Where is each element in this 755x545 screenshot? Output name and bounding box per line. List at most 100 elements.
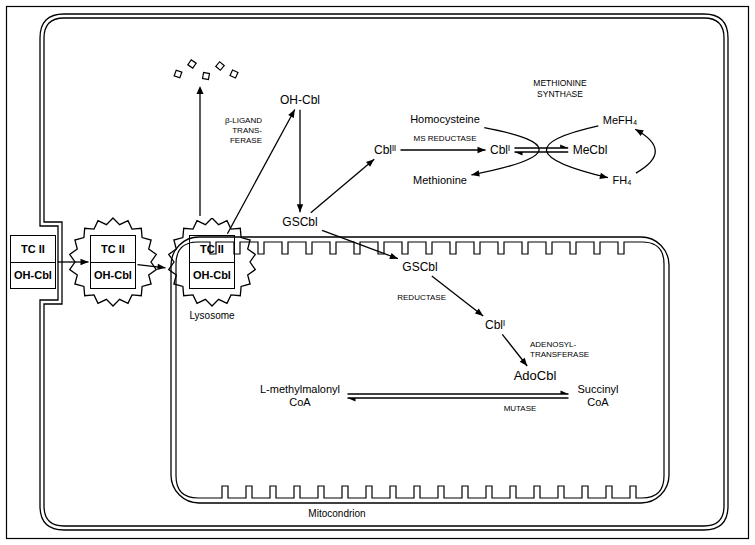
arrowhead [475, 309, 483, 316]
enzyme-label-slot: MUTASE [495, 404, 545, 414]
connector [58, 259, 89, 265]
note-slot: METHIONINE SYNTHASE [523, 78, 597, 100]
arrowhead [81, 259, 89, 265]
protein-name: OH-Cbl [193, 269, 231, 281]
metabolite: L-methylmalonyl CoA [254, 382, 346, 410]
box-compartment: TC II [190, 236, 234, 263]
enzyme-label: MUTASE [504, 404, 537, 413]
connector [138, 264, 166, 270]
metabolite: Cblᴵ [482, 317, 508, 333]
protein-name: TC II [101, 243, 125, 255]
inner-membrane-cristae [176, 242, 664, 498]
metabolite: MeFH₄ [600, 113, 640, 128]
half-arrowhead [561, 391, 569, 395]
degradation-arrow [199, 93, 200, 216]
fragment [174, 70, 182, 78]
metabolite-name: Cblᴵ [490, 143, 510, 157]
metabolite-name: AdoCbl [514, 368, 557, 383]
mitochondrion: Mitocondrion GSCblCblᴵAdoCblL-methylmalon… [170, 236, 670, 522]
cell-membrane-outer [40, 14, 728, 530]
connector-line [311, 159, 374, 213]
connector [502, 334, 527, 366]
enzyme-label: ADENOSYL- TRANSFERASE [530, 340, 589, 359]
arrowhead [389, 253, 398, 259]
outer-membrane [171, 237, 669, 503]
fragment [188, 60, 196, 68]
enzyme-label-slot: MS REDUCTASE [405, 134, 485, 144]
name-slot: Lysosome [167, 310, 257, 321]
metabolite-name: Methionine [413, 174, 467, 186]
box-compartment: OH-Cbl [190, 263, 234, 289]
enzyme-label: REDUCTASE [397, 293, 446, 302]
metabolite: FH₄ [609, 173, 634, 188]
arrowhead [157, 264, 165, 270]
metabolite-name: L-methylmalonyl CoA [260, 383, 340, 408]
arrowhead [366, 159, 374, 167]
protein-name: TC II [200, 243, 224, 255]
reverse-line [515, 151, 569, 152]
connector [515, 145, 569, 156]
organelle-name: Lysosome [189, 310, 234, 321]
metabolite-name: MeFH₄ [603, 114, 637, 126]
enzyme-label-slot: REDUCTASE [390, 293, 446, 303]
connector-line [546, 126, 608, 178]
lysosome-membrane [169, 218, 256, 306]
organelle-name: Mitocondrion [308, 508, 365, 519]
fragment [203, 73, 210, 80]
name-slot: Mitocondrion [308, 508, 365, 519]
connector-line [401, 149, 486, 150]
box-compartment: TC II [91, 236, 135, 263]
arrowhead [599, 173, 608, 179]
endosome-outline [70, 218, 157, 306]
connector [635, 129, 655, 173]
connector [546, 126, 608, 179]
metabolite-name: Succinyl CoA [578, 383, 619, 408]
box-compartment: OH-Cbl [91, 263, 135, 289]
metabolite-name: Cblᴵ [485, 318, 505, 332]
metabolite-name: FH₄ [612, 174, 631, 186]
half-arrowhead [515, 152, 523, 156]
figure-frame [7, 7, 749, 539]
metabolite-name: GSCbl [282, 215, 317, 229]
arrowhead [478, 147, 486, 153]
forward-line [348, 393, 569, 394]
metabolite: Cblᴵ [487, 142, 513, 158]
reverse-line [348, 397, 569, 398]
box-compartment: TC II [11, 236, 55, 263]
metabolite: Homocysteine [407, 112, 483, 127]
fragment [216, 62, 224, 70]
metabolite: Succinyl CoA [570, 382, 626, 410]
metabolite: MeCbl [570, 142, 611, 158]
metabolite: GSCbl [399, 259, 440, 275]
protein-name: OH-Cbl [14, 269, 52, 281]
protein-name: OH-Cbl [94, 269, 132, 281]
arrowhead [471, 170, 479, 176]
metabolite: AdoCbl [511, 367, 560, 385]
metabolite-name: Cblᴵᴵ [374, 143, 396, 157]
lysosome: Lysosome TC II OH-Cbl [167, 218, 257, 328]
enzyme-label: β-LIGAND TRANS- FERASE [225, 116, 262, 145]
protein-box: TC II OH-Cbl [10, 235, 56, 289]
metabolite: OH-Cbl [277, 92, 323, 108]
fragment [230, 70, 238, 78]
metabolite: GSCbl [279, 214, 320, 230]
cell-membrane-inner [44, 18, 724, 526]
forward-line [515, 147, 569, 148]
metabolite-name: GSCbl [402, 260, 437, 274]
enzyme-label-slot: β-LIGAND TRANS- FERASE [210, 116, 262, 146]
arrowhead [635, 129, 644, 136]
enzyme-label: METHIONINE SYNTHASE [533, 78, 586, 99]
half-arrowhead [348, 398, 356, 402]
mitochondrion-outline [170, 236, 670, 504]
connector-line [299, 110, 300, 213]
connector [297, 110, 303, 213]
protein-box: TC II OH-Cbl [189, 235, 235, 289]
box-compartment: OH-Cbl [11, 263, 55, 289]
connector-line [471, 128, 539, 175]
protein-name: TC II [21, 243, 45, 255]
degradation-fragments [174, 60, 238, 80]
arrowhead [288, 110, 295, 119]
metabolite-name: MeCbl [573, 143, 608, 157]
connector [471, 128, 539, 177]
